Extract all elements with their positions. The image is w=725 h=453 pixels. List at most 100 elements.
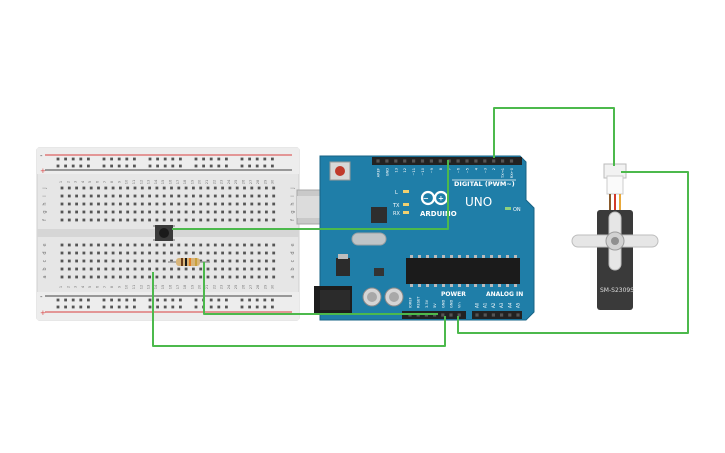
breadboard-hole[interactable] — [235, 186, 239, 190]
breadboard-hole[interactable] — [126, 243, 130, 247]
breadboard-hole[interactable] — [119, 194, 122, 198]
breadboard-hole[interactable] — [75, 202, 78, 206]
breadboard-hole[interactable] — [119, 218, 122, 222]
breadboard-hole[interactable] — [243, 275, 246, 279]
breadboard-hole[interactable] — [177, 275, 181, 279]
breadboard-hole[interactable] — [125, 305, 129, 309]
breadboard-hole[interactable] — [206, 259, 210, 263]
breadboard-hole[interactable] — [126, 210, 130, 214]
breadboard-hole[interactable] — [148, 210, 151, 214]
breadboard-hole[interactable] — [235, 218, 239, 222]
breadboard-hole[interactable] — [104, 186, 108, 190]
breadboard-hole[interactable] — [60, 218, 64, 222]
breadboard-hole[interactable] — [89, 186, 93, 190]
breadboard-hole[interactable] — [192, 194, 195, 198]
breadboard-hole[interactable] — [213, 202, 217, 206]
breadboard-hole[interactable] — [243, 210, 246, 214]
breadboard-hole[interactable] — [248, 164, 251, 168]
breadboard-hole[interactable] — [272, 186, 276, 190]
breadboard-hole[interactable] — [119, 275, 122, 279]
header-pin[interactable] — [385, 159, 389, 163]
breadboard-hole[interactable] — [257, 210, 261, 214]
breadboard-hole[interactable] — [184, 194, 188, 198]
breadboard-hole[interactable] — [97, 267, 100, 271]
breadboard-hole[interactable] — [209, 305, 213, 309]
breadboard-hole[interactable] — [221, 202, 224, 206]
breadboard-hole[interactable] — [89, 218, 93, 222]
breadboard-hole[interactable] — [162, 259, 166, 263]
breadboard-hole[interactable] — [64, 298, 67, 302]
breadboard-hole[interactable] — [111, 259, 115, 263]
breadboard-hole[interactable] — [240, 157, 244, 161]
breadboard-hole[interactable] — [228, 194, 232, 198]
breadboard-hole[interactable] — [162, 202, 166, 206]
breadboard-hole[interactable] — [213, 259, 217, 263]
breadboard-hole[interactable] — [250, 267, 254, 271]
breadboard-hole[interactable] — [177, 186, 181, 190]
breadboard-hole[interactable] — [126, 267, 130, 271]
breadboard-hole[interactable] — [60, 186, 64, 190]
breadboard-hole[interactable] — [119, 210, 122, 214]
breadboard-hole[interactable] — [110, 305, 113, 309]
breadboard-hole[interactable] — [255, 305, 259, 309]
breadboard-hole[interactable] — [171, 157, 175, 161]
breadboard-hole[interactable] — [240, 305, 244, 309]
breadboard-hole[interactable] — [171, 298, 175, 302]
header-pin[interactable] — [501, 159, 505, 163]
breadboard-hole[interactable] — [192, 210, 195, 214]
breadboard-hole[interactable] — [272, 251, 276, 255]
breadboard-hole[interactable] — [126, 202, 130, 206]
breadboard-hole[interactable] — [265, 210, 268, 214]
breadboard-hole[interactable] — [82, 251, 86, 255]
breadboard-hole[interactable] — [194, 298, 198, 302]
breadboard-hole[interactable] — [87, 157, 90, 161]
breadboard-hole[interactable] — [257, 202, 261, 206]
breadboard-hole[interactable] — [89, 251, 93, 255]
breadboard-hole[interactable] — [177, 243, 181, 247]
breadboard-hole[interactable] — [67, 218, 71, 222]
breadboard-hole[interactable] — [228, 275, 232, 279]
breadboard-hole[interactable] — [170, 275, 173, 279]
breadboard-hole[interactable] — [265, 267, 268, 271]
breadboard-hole[interactable] — [75, 210, 78, 214]
breadboard-hole[interactable] — [133, 275, 137, 279]
breadboard-hole[interactable] — [163, 157, 167, 161]
breadboard-hole[interactable] — [97, 251, 100, 255]
breadboard-hole[interactable] — [184, 275, 188, 279]
breadboard-hole[interactable] — [133, 251, 137, 255]
header-pin[interactable] — [465, 159, 469, 163]
breadboard-hole[interactable] — [213, 243, 217, 247]
reset-button[interactable] — [329, 161, 351, 181]
header-pin[interactable] — [474, 159, 478, 163]
breadboard-hole[interactable] — [250, 186, 254, 190]
breadboard-hole[interactable] — [67, 194, 71, 198]
breadboard-hole[interactable] — [184, 251, 188, 255]
breadboard-hole[interactable] — [111, 210, 115, 214]
breadboard-hole[interactable] — [60, 259, 64, 263]
breadboard-hole[interactable] — [221, 218, 224, 222]
breadboard-hole[interactable] — [111, 202, 115, 206]
breadboard-hole[interactable] — [82, 243, 86, 247]
breadboard-hole[interactable] — [206, 267, 210, 271]
breadboard-hole[interactable] — [140, 259, 144, 263]
breadboard-hole[interactable] — [140, 275, 144, 279]
breadboard-hole[interactable] — [104, 210, 108, 214]
breadboard-hole[interactable] — [104, 194, 108, 198]
breadboard-hole[interactable] — [117, 305, 121, 309]
breadboard-hole[interactable] — [199, 218, 203, 222]
breadboard-hole[interactable] — [82, 186, 86, 190]
breadboard-hole[interactable] — [209, 298, 213, 302]
breadboard-hole[interactable] — [148, 164, 152, 168]
breadboard-hole[interactable] — [265, 194, 268, 198]
breadboard-hole[interactable] — [148, 243, 151, 247]
breadboard-hole[interactable] — [170, 202, 173, 206]
breadboard-hole[interactable] — [148, 267, 151, 271]
breadboard-hole[interactable] — [257, 267, 261, 271]
breadboard-hole[interactable] — [89, 259, 93, 263]
breadboard-hole[interactable] — [60, 275, 64, 279]
breadboard-hole[interactable] — [56, 157, 60, 161]
breadboard-hole[interactable] — [225, 157, 228, 161]
breadboard-hole[interactable] — [140, 186, 144, 190]
breadboard-hole[interactable] — [235, 194, 239, 198]
breadboard-hole[interactable] — [148, 186, 151, 190]
